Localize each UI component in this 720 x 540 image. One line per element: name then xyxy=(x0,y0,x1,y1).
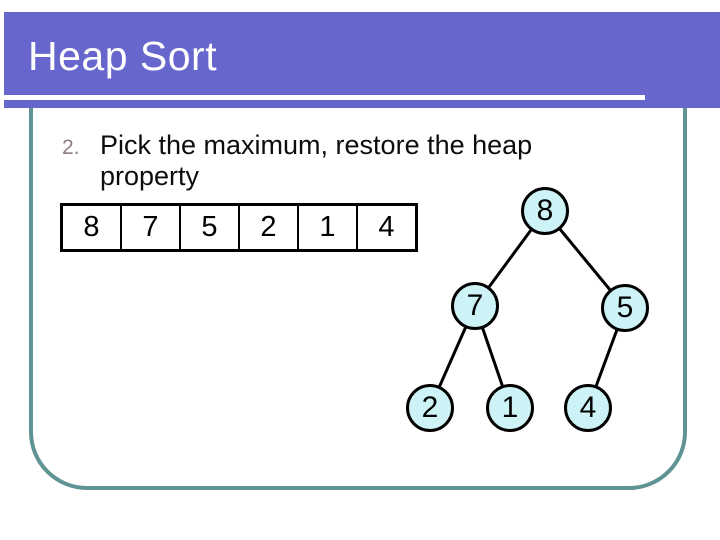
array-cell: 5 xyxy=(179,206,238,249)
tree-node: 1 xyxy=(486,384,534,432)
slide-title-bar: Heap Sort xyxy=(4,12,720,108)
bullet-number: 2. xyxy=(62,136,80,159)
array-cell: 8 xyxy=(83,211,100,243)
tree-node-root: 8 xyxy=(521,187,569,235)
bullet-text: Pick the maximum, restore the heap prope… xyxy=(100,130,533,191)
array-cell: 4 xyxy=(356,206,415,249)
title-underline xyxy=(4,95,645,100)
tree-node: 4 xyxy=(564,384,612,432)
heap-array: 8 7 5 2 1 4 xyxy=(60,203,418,252)
slide-title: Heap Sort xyxy=(28,33,218,79)
array-cell: 2 xyxy=(238,206,297,249)
tree-node: 2 xyxy=(406,384,454,432)
array-cell: 7 xyxy=(120,206,179,249)
tree-node: 7 xyxy=(451,282,499,330)
array-cell: 1 xyxy=(297,206,356,249)
tree-node: 5 xyxy=(601,284,649,332)
